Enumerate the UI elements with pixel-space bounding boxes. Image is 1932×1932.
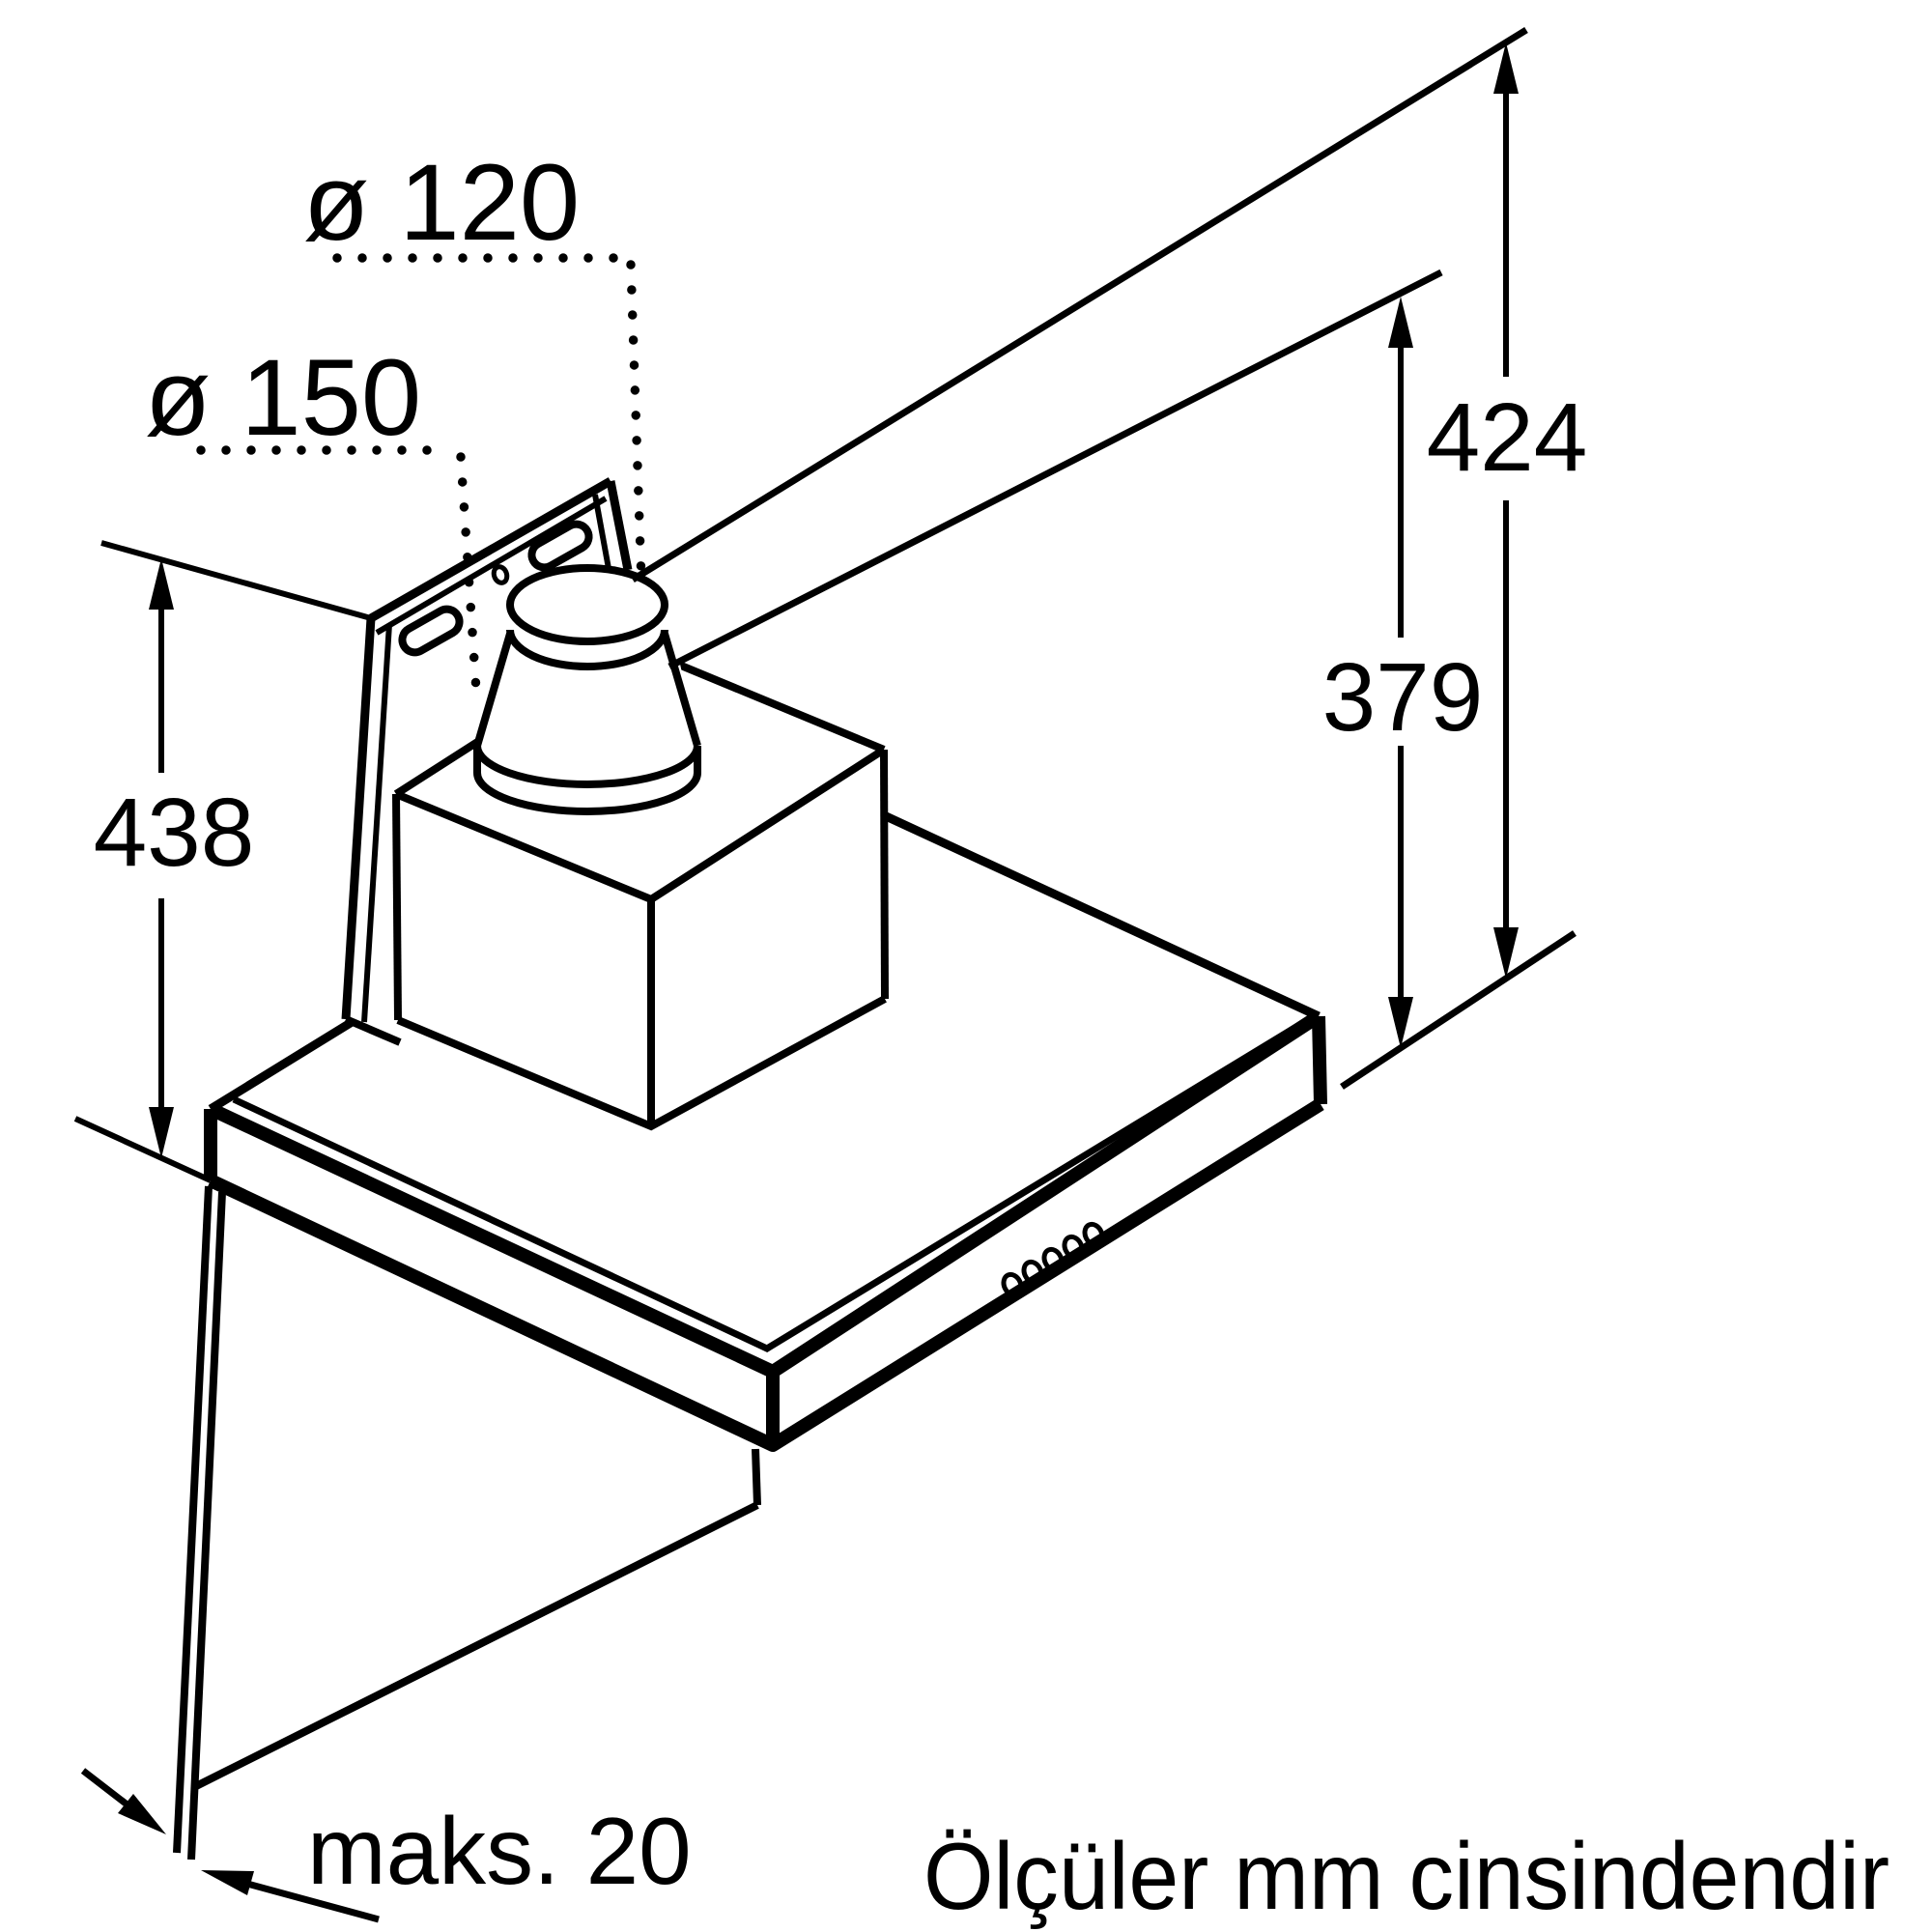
panel-screw-hole-icon — [491, 564, 510, 585]
dim-438-extension-bottom — [73, 1116, 213, 1183]
dim-438-arrow-down-icon — [149, 1107, 174, 1158]
dim-424-arrow-up-icon — [1493, 43, 1519, 94]
panel-top-outer-edge — [368, 477, 613, 622]
control-button-icon — [1041, 1246, 1065, 1273]
control-buttons — [1001, 1221, 1105, 1298]
dimension-379: 379 — [1322, 297, 1484, 1048]
panel-slot-upper — [527, 520, 593, 572]
canopy-front-left-face — [211, 1109, 773, 1445]
units-note: Ölçüler mm cinsindendir — [923, 1823, 1889, 1929]
control-button-icon — [1001, 1271, 1024, 1298]
wall-thickness-arrow-left-icon — [118, 1794, 166, 1834]
leader-diameter-120: ø 120 — [303, 142, 646, 586]
panel-bottom-edge — [344, 1015, 402, 1046]
canopy-right-corner-edge — [1312, 1015, 1327, 1105]
dim-379-arrow-up-icon — [1388, 297, 1413, 348]
duct-base-diameter-label: ø 150 — [145, 337, 421, 458]
box-left-edge — [392, 793, 402, 1021]
wall-thickness-arrow-right-icon — [201, 1870, 254, 1895]
extension-line-top-level — [631, 27, 1528, 582]
cone-base-band-arc — [473, 745, 701, 788]
wall-thickness-label: maks. 20 — [307, 1798, 692, 1904]
dim-424-label: 424 — [1427, 384, 1588, 492]
dim-424-arrow-down-icon — [1493, 927, 1519, 979]
wall-outer-edge-line — [173, 1185, 213, 1854]
canopy-top-crease-line — [232, 1019, 1306, 1352]
panel-right-outer-edge — [606, 480, 633, 571]
mounting-slot-icon — [398, 605, 464, 657]
wall-bottom-edge-line — [192, 1501, 759, 1791]
dimension-438: 438 — [73, 540, 372, 1183]
dim-379-label: 379 — [1322, 643, 1484, 752]
dim-438-extension-top — [100, 540, 372, 621]
leader-150-vertical-dots — [456, 452, 482, 710]
dim-438-label: 438 — [94, 779, 255, 887]
box-bottom-edges — [396, 995, 887, 1131]
panel-left-inner-edge — [361, 623, 392, 1023]
extension-line-chimney-level — [668, 269, 1443, 670]
wall-panel-below — [173, 1185, 761, 1861]
panel-left-outer-edge — [341, 617, 376, 1020]
dimension-wall-thickness: maks. 20 — [80, 1768, 692, 1923]
cone-top-fill — [510, 568, 665, 641]
cone-collar-band-arc — [506, 629, 668, 670]
wall-inner-edge-line — [187, 1191, 226, 1861]
panel-slot-lower — [398, 605, 464, 657]
duct-adapter-cone — [473, 564, 701, 815]
cone-skirt-sides — [473, 746, 701, 773]
cone-top-ellipse — [506, 564, 668, 645]
extension-line-canopy-bottom-level — [1340, 930, 1577, 1090]
panel-top-inner-edge — [375, 496, 608, 636]
cone-body-fill — [477, 591, 697, 811]
leader-diameter-150: ø 150 — [145, 337, 482, 710]
panel-right-inner-edge — [592, 494, 612, 575]
wall-thickness-arrow-left-shaft — [80, 1768, 132, 1809]
cone-bottom-arc — [473, 772, 701, 815]
wall-right-edge-line — [752, 1448, 761, 1506]
control-button-icon — [1021, 1259, 1044, 1286]
leader-120-vertical-dots — [626, 260, 646, 586]
control-button-icon — [1082, 1221, 1105, 1248]
dimension-424: 424 — [1427, 43, 1588, 979]
control-button-icon — [1062, 1234, 1085, 1261]
mounting-slot-icon — [527, 520, 593, 572]
box-right-edge — [880, 749, 889, 1000]
canopy-back-right-edge — [882, 810, 1321, 1021]
dim-379-arrow-down-icon — [1388, 997, 1413, 1048]
canopy-front-right-face — [773, 1016, 1321, 1445]
duct-top-diameter-label: ø 120 — [303, 142, 580, 263]
cone-flare-left — [473, 632, 514, 748]
wall-thickness-arrow-right-shaft — [246, 1880, 380, 1923]
cone-flare-right — [661, 632, 701, 748]
dim-438-arrow-up-icon — [149, 558, 174, 610]
